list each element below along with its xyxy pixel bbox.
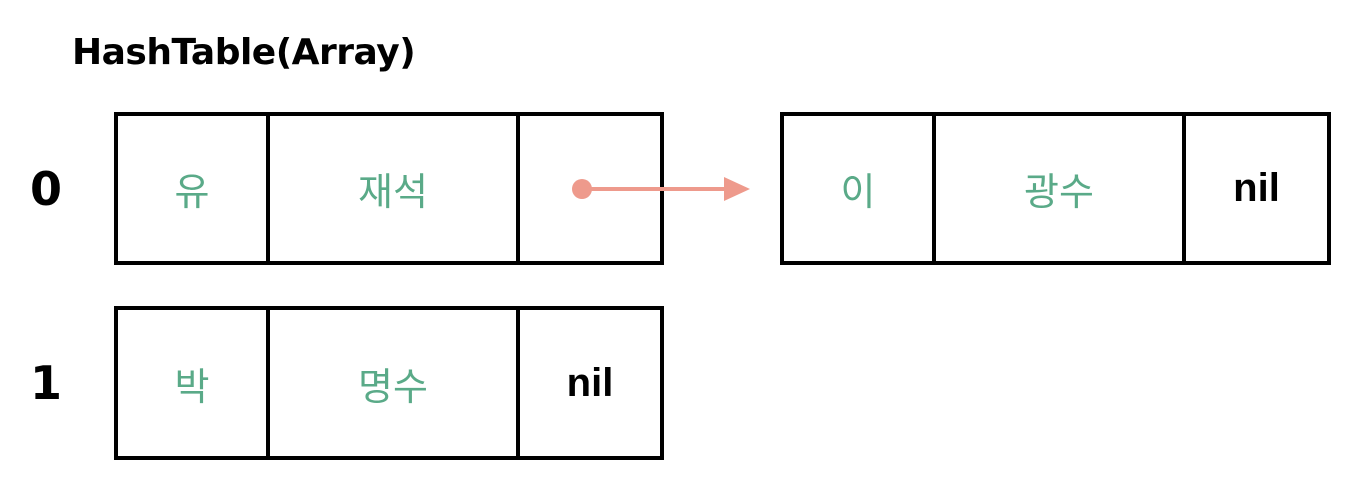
- bucket-index-1: 1: [29, 356, 62, 410]
- bucket-1-node: 박 명수 nil: [114, 306, 664, 460]
- diagram-title: HashTable(Array): [72, 32, 416, 73]
- bucket-index-0: 0: [29, 162, 62, 216]
- pointer-arrow-head: [724, 177, 750, 201]
- bucket-0-node: 유 재석: [114, 112, 664, 265]
- bucket-0-last-name: 재석: [266, 116, 516, 261]
- bucket-0-first-name: 유: [174, 170, 210, 214]
- chained-node: 이 광수 nil: [780, 112, 1331, 265]
- chained-node-first-name: 이: [840, 170, 876, 214]
- bucket-1-first-name: 박: [174, 364, 210, 409]
- bucket-1-next-pointer: nil: [516, 310, 660, 456]
- chained-node-next-pointer: nil: [1182, 116, 1327, 261]
- bucket-1-last-name: 명수: [266, 310, 516, 456]
- bucket-0-next-pointer: [516, 116, 660, 261]
- chained-node-last-name: 광수: [932, 116, 1182, 261]
